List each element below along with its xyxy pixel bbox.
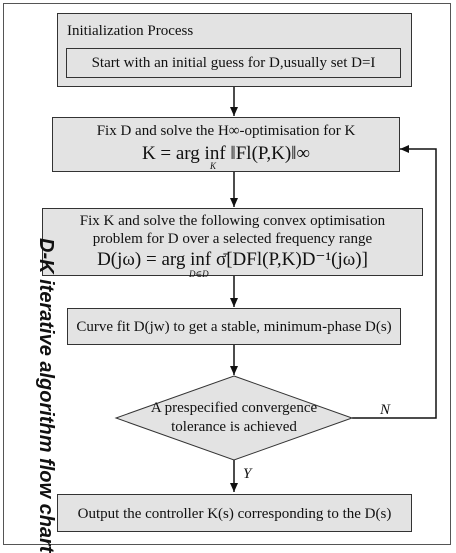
output-text: Output the controller K(s) corresponding… [77, 506, 392, 522]
fix-d-formula-subscript: K [210, 161, 217, 171]
fix-k-description-line2: problem for D over a selected frequency … [92, 231, 373, 247]
fix-d-step: Fix D and solve the H∞-optimisation for … [52, 117, 400, 172]
initial-guess-box: Start with an initial guess for D,usuall… [66, 48, 401, 78]
fix-k-formula-subscript: D∈D [189, 269, 209, 279]
initialization-box: Initialization Process Start with an ini… [57, 13, 412, 87]
feedback-loop-line [352, 145, 437, 419]
curve-fit-text: Curve fit D(jw) to get a stable, minimum… [76, 319, 392, 335]
output-box: Output the controller K(s) corresponding… [57, 494, 412, 532]
fix-d-formula: K = arg inf ‖Fl(P,K)‖∞ [141, 143, 311, 164]
decision-text-line2: tolerance is achieved [171, 419, 297, 435]
no-branch-label: N [380, 402, 391, 418]
fix-k-formula: D(jω) = arg inf σ̄[DFl(P,K)D⁻¹(jω)] [97, 249, 368, 270]
initial-guess-text: Start with an initial guess for D,usuall… [91, 55, 376, 71]
decision-text-line1: A prespecified convergence [150, 400, 318, 416]
curve-fit-step: Curve fit D(jw) to get a stable, minimum… [67, 308, 401, 345]
fix-k-description-line1: Fix K and solve the following convex opt… [79, 213, 386, 229]
fix-d-description: Fix D and solve the H∞-optimisation for … [96, 123, 356, 139]
fix-k-step: Fix K and solve the following convex opt… [42, 208, 423, 279]
initialization-title: Initialization Process [67, 23, 194, 39]
side-title: D-K iterative algorithm flow chart [35, 238, 57, 553]
decision-diamond [114, 375, 354, 461]
yes-branch-label: Y [243, 466, 252, 482]
diagram-frame [3, 3, 451, 545]
